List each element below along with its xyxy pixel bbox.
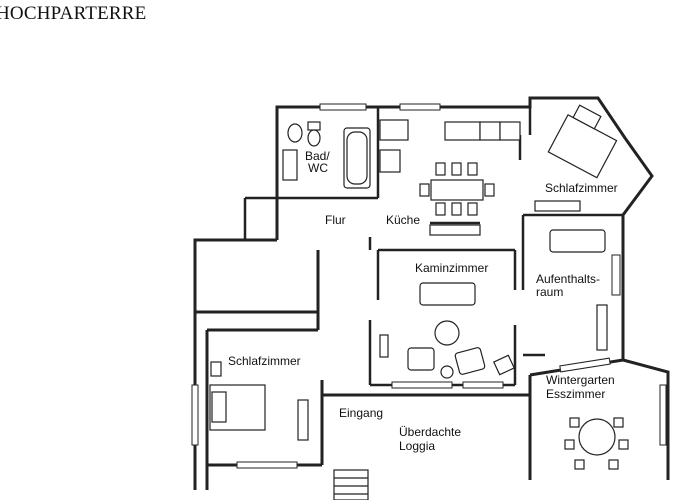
bedroom-left-furniture [209, 361, 309, 441]
window-bedroom-left [191, 384, 199, 446]
round-table [434, 320, 460, 346]
label-schlafzimmer-top: Schlafzimmer [545, 181, 618, 195]
kitchen-table [430, 179, 484, 201]
sofa-aufenthalt [549, 229, 606, 253]
counter-2 [479, 121, 501, 141]
dining-chair-3 [564, 439, 575, 450]
toilet-tank [307, 121, 321, 131]
floor-title: HOCHPARTERRE [0, 3, 147, 24]
bed-top [547, 113, 618, 179]
kitchen-fixtures [379, 119, 521, 236]
dining-chair-6 [608, 459, 619, 470]
counter-1 [444, 121, 481, 141]
label-loggia-1: Überdachte [399, 425, 461, 439]
windows [191, 103, 667, 469]
chair-6 [435, 202, 446, 216]
counter-3 [499, 121, 521, 141]
label-wc: WC [308, 161, 328, 175]
radiator-top [534, 200, 581, 212]
toilet-bowl [307, 129, 321, 147]
chair-3 [435, 162, 446, 176]
bathtub-inner [346, 131, 368, 185]
window-top-1 [319, 103, 367, 111]
wall-winter-right [622, 358, 670, 480]
sink [287, 123, 303, 143]
chair-2 [484, 183, 495, 197]
window-kamin-bottom-2 [462, 381, 504, 389]
stove [379, 149, 401, 173]
label-aufenthalt-1: Aufenthalts- [536, 272, 600, 286]
entrance-stairs [333, 469, 369, 500]
bathroom-fixtures [282, 121, 371, 189]
dining-chair-1 [569, 417, 580, 428]
chair-1 [419, 183, 430, 197]
chair-4 [451, 162, 462, 176]
label-kueche: Küche [386, 213, 420, 227]
dining-chair-5 [574, 459, 585, 470]
window-bedroom-bottom [236, 461, 298, 469]
lamp-stand [492, 354, 516, 376]
radiator-left [297, 399, 309, 441]
window-top-2 [399, 103, 441, 111]
window-winter-right [659, 384, 667, 446]
window-kamin-bottom [391, 381, 453, 389]
window-aufenthalt [611, 254, 621, 296]
label-bad: Bad/ [305, 149, 330, 163]
label-eingang: Eingang [339, 406, 383, 420]
pillow-top [572, 104, 602, 130]
chair-5 [467, 162, 478, 176]
sofa [419, 282, 476, 306]
kitchen-sink [379, 119, 409, 141]
armchair-2 [454, 347, 486, 375]
label-aufenthalt-2: raum [536, 285, 563, 299]
bedroom-top-furniture [534, 104, 618, 212]
label-flur: Flur [325, 213, 346, 227]
kaminzimmer-furniture [379, 282, 516, 379]
aufenthalt-furniture [549, 229, 608, 351]
winter-table-group [564, 417, 629, 470]
fireplace [379, 334, 389, 358]
dining-chair-4 [618, 439, 629, 450]
dining-table [578, 418, 616, 456]
label-loggia-2: Loggia [399, 439, 435, 453]
pillow-left [211, 391, 227, 423]
label-esszimmer: Esszimmer [546, 387, 605, 401]
radiator-aufenthalt [596, 304, 608, 351]
chair-7 [451, 202, 462, 216]
label-wintergarten: Wintergarten [546, 373, 615, 387]
shower-shelf [282, 149, 298, 181]
chair-8 [467, 202, 478, 216]
side-table [440, 365, 454, 379]
nightstand [210, 361, 222, 377]
armchair-1 [407, 347, 435, 371]
kitchen-bench [429, 224, 481, 236]
stairs [333, 469, 369, 500]
window-winter-top [559, 357, 611, 373]
label-kaminzimmer: Kaminzimmer [415, 261, 488, 275]
label-schlafzimmer-left: Schlafzimmer [228, 354, 301, 368]
dining-chair-2 [613, 417, 624, 428]
